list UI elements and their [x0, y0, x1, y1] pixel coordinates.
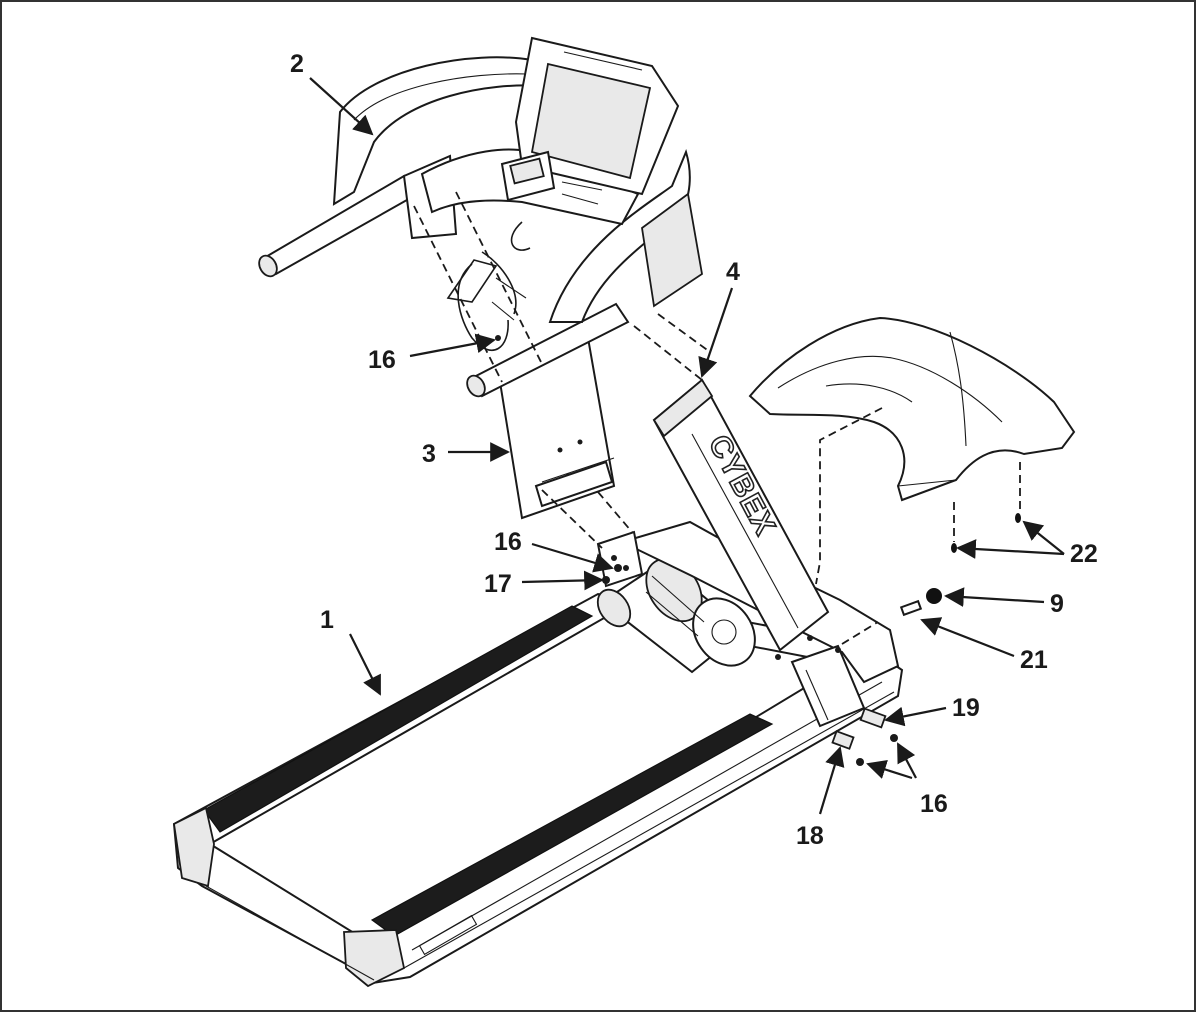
callout-9: 9 — [1050, 590, 1064, 618]
left-side-rail — [203, 605, 594, 833]
wiring-harness — [446, 221, 531, 351]
treadmill-deck — [172, 592, 904, 988]
hardware — [495, 335, 1021, 766]
callout-21: 21 — [1020, 646, 1048, 674]
screw-22b — [1015, 513, 1021, 523]
washer-17 — [602, 576, 610, 584]
callout-3: 3 — [422, 440, 436, 468]
screw-22a — [951, 543, 957, 553]
leader-lines — [309, 77, 1065, 815]
console-assembly — [258, 36, 703, 398]
callout-22: 22 — [1070, 540, 1098, 568]
left-end-cap — [173, 806, 215, 888]
callout-4: 4 — [726, 258, 740, 286]
callout-2: 2 — [290, 50, 304, 78]
callout-16-harness: 16 — [368, 346, 396, 374]
end-cap-9 — [926, 588, 942, 604]
callout-18: 18 — [796, 822, 824, 850]
bolt-16a — [890, 734, 898, 742]
screw-21 — [899, 599, 923, 617]
bolt-16b — [856, 758, 864, 766]
motor-hood — [748, 316, 1076, 502]
bushing-18 — [831, 730, 855, 750]
bolt-16c — [495, 335, 501, 341]
callout-19: 19 — [952, 694, 980, 722]
callout-16-bracket: 16 — [494, 528, 522, 556]
callout-labels: 2 1 3 4 16 16 17 9 21 22 19 16 18 — [290, 50, 1098, 850]
upright-right: CYBEX — [652, 378, 830, 652]
bolt-16d — [614, 564, 622, 572]
assembly-guide-lines — [413, 191, 1021, 645]
callout-1: 1 — [320, 606, 334, 634]
callout-16-base: 16 — [920, 790, 948, 818]
base-brackets — [596, 530, 866, 728]
callout-17: 17 — [484, 570, 512, 598]
bushing-19 — [859, 707, 887, 729]
upright-left — [498, 336, 616, 520]
